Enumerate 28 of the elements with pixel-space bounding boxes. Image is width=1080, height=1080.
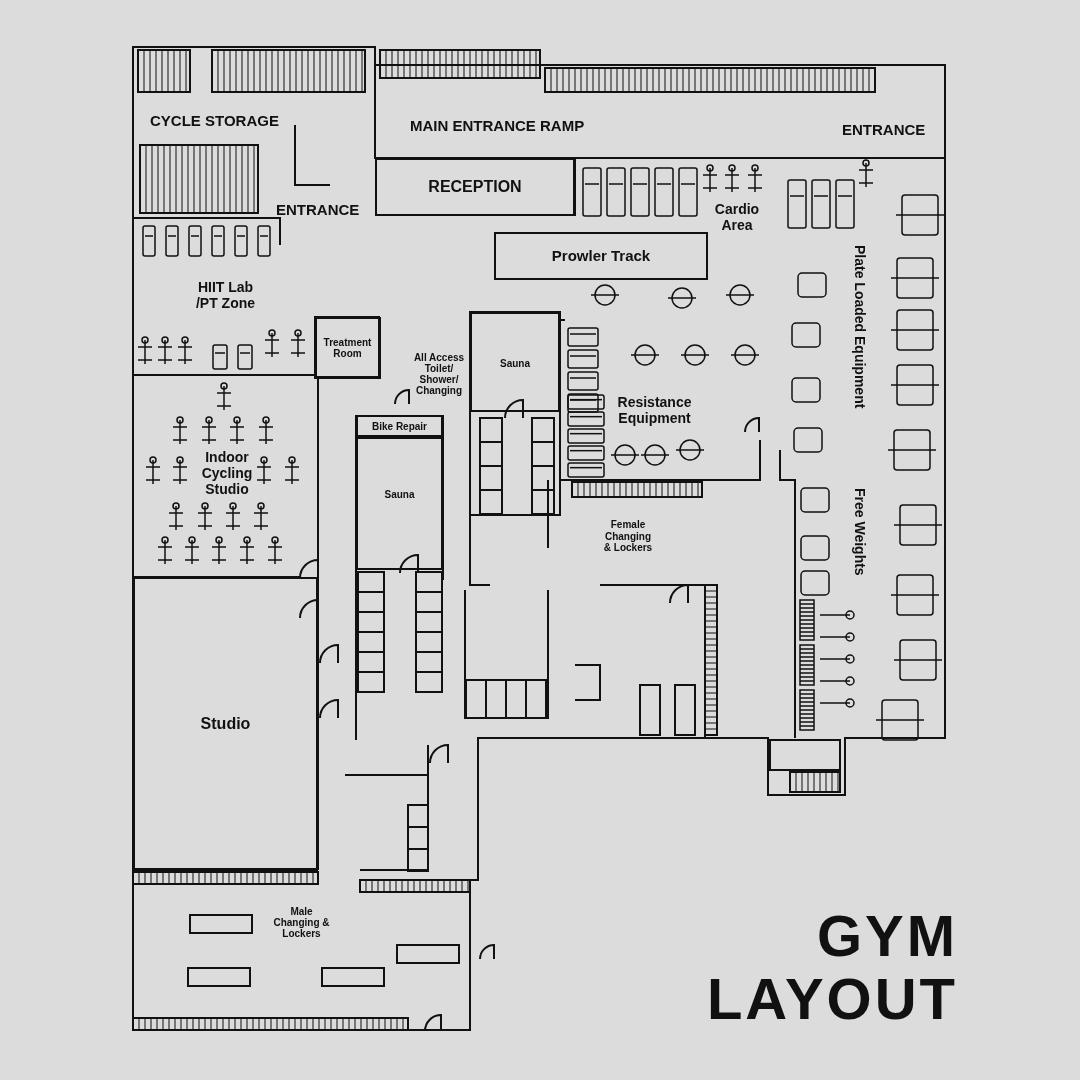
room — [494, 232, 708, 280]
room-label: Male Changing & Lockers — [272, 906, 331, 939]
area-label: Resistance Equipment — [616, 394, 693, 427]
area-label: HIIT Lab /PT Zone — [194, 279, 257, 312]
room-label: RECEPTION — [428, 178, 522, 196]
area-label-vertical: Plate Loaded Equipment — [852, 245, 869, 409]
area-label: Female Changing & Lockers — [602, 519, 654, 554]
area-label: ENTRANCE — [276, 201, 360, 219]
room-label: Studio — [200, 714, 251, 733]
area-label: MAIN ENTRANCE RAMP — [410, 117, 585, 135]
room — [356, 415, 443, 437]
area-label: CYCLE STORAGE — [150, 112, 279, 130]
room-label: Prowler Track — [551, 247, 651, 265]
area-label: Indoor Cycling Studio — [200, 449, 254, 498]
room — [315, 317, 380, 378]
room — [133, 577, 318, 870]
room — [356, 437, 443, 570]
area-label-vertical: Free Weights — [852, 488, 869, 576]
room-label: All Access Toilet/ Shower/ Changing — [412, 352, 466, 396]
area-label: Cardio Area — [713, 201, 761, 234]
room — [470, 312, 560, 412]
area-label: ENTRANCE — [842, 121, 926, 139]
room-label: Sauna — [384, 489, 415, 500]
room-label: Treatment Room — [322, 336, 373, 359]
page-title: GYM LAYOUT — [705, 905, 958, 1031]
room-label: Bike Repair — [372, 420, 427, 432]
room — [375, 158, 575, 216]
room-label: Sauna — [500, 358, 530, 369]
